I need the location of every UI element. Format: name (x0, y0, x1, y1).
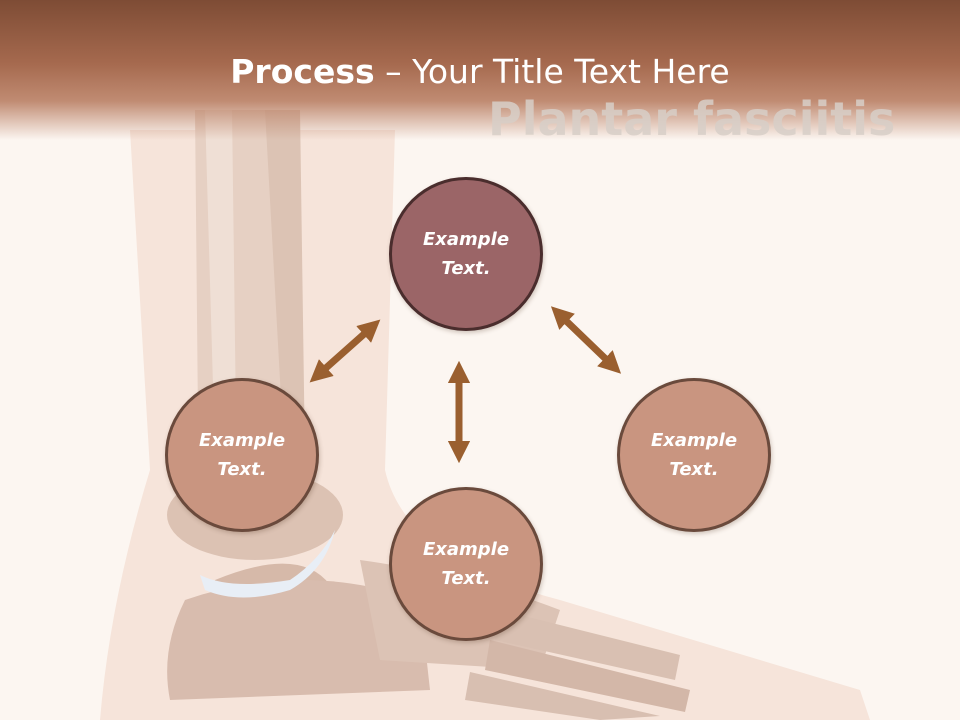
title-bold-text: Process (230, 52, 375, 91)
process-node-right: Example Text. (617, 378, 771, 532)
title-rest-text: – Your Title Text Here (374, 52, 730, 91)
process-node-bottom: Example Text. (389, 487, 543, 641)
arrow-top-right (550, 306, 622, 374)
arrow-top-left (309, 319, 381, 383)
title-bar (0, 0, 960, 140)
node-left-label: Example Text. (198, 430, 286, 480)
slide-title: Process – Your Title Text Here (0, 52, 960, 91)
process-node-left: Example Text. (165, 378, 319, 532)
node-right-label: Example Text. (650, 430, 738, 480)
node-bottom-label: Example Text. (422, 539, 510, 589)
process-node-top: Example Text. (389, 177, 543, 331)
background-watermark: Plantar fasciitis (488, 92, 896, 146)
node-top-label: Example Text. (422, 229, 510, 279)
